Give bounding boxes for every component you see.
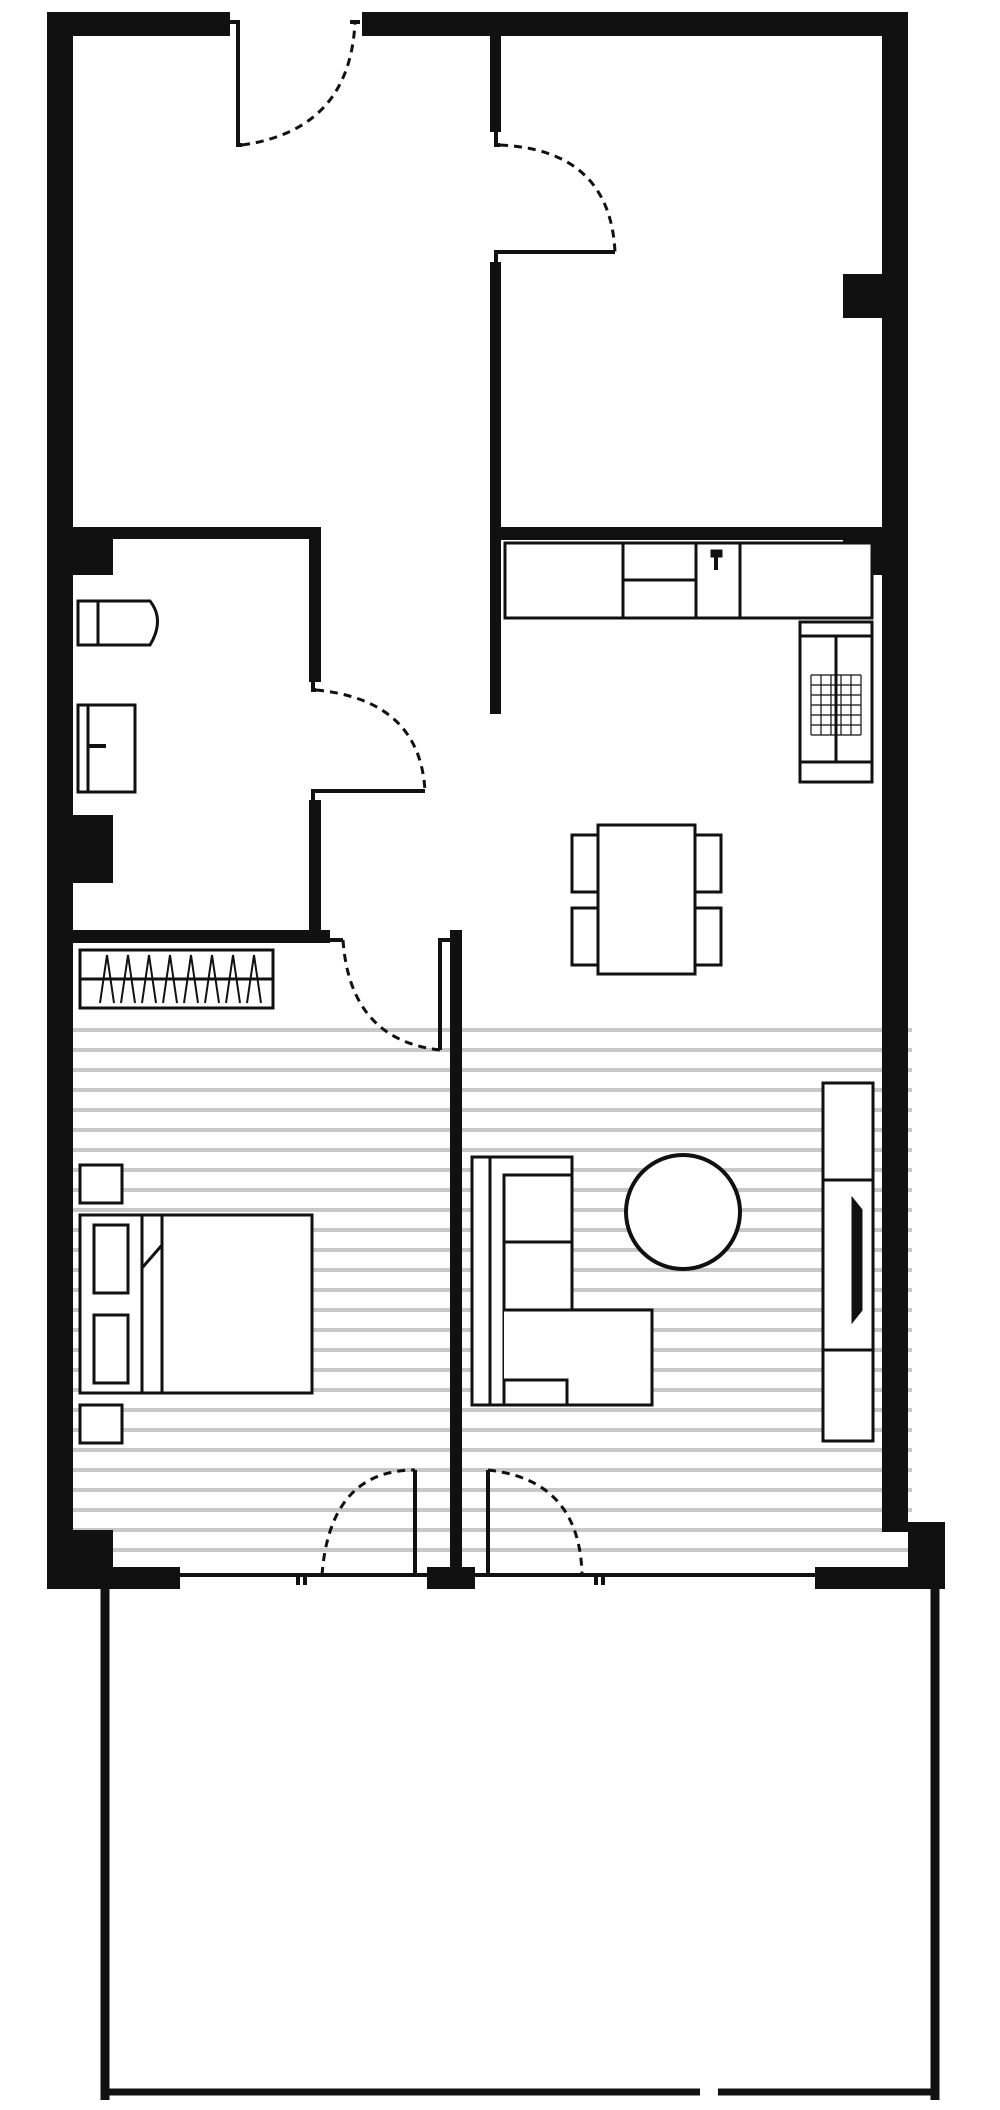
wall-bath-right-lower: [309, 800, 321, 940]
wardrobe-hanger: [183, 954, 199, 1004]
stove-grid: [810, 674, 862, 736]
living-furniture: [470, 1081, 875, 1443]
wardrobe-hanger: [99, 954, 115, 1004]
door-swings: [241, 21, 617, 1576]
nightstand-bottom: [78, 1403, 124, 1445]
wall-bath-right-upper: [309, 527, 321, 682]
wall-storage-bottom: [490, 527, 883, 540]
storage-door-leaf-rest: [494, 250, 615, 262]
storage-door-swing: [499, 143, 617, 253]
wall-bath-bottom: [73, 930, 330, 943]
dining-chair-3: [691, 833, 723, 894]
bedroom-door-leaf-rest: [438, 938, 451, 1050]
bedroom-furniture: [78, 1163, 314, 1445]
wall-bottom-mid: [427, 1567, 475, 1589]
exterior-walls: [47, 12, 945, 1589]
nightstand-top: [78, 1163, 124, 1205]
bath-door-swing: [315, 688, 427, 792]
bed-icon: [78, 1213, 314, 1395]
terrace-door-leaves: [413, 1470, 490, 1575]
wall-left: [47, 12, 73, 1587]
stove-icon: [798, 620, 874, 784]
wardrobe-hanger: [162, 954, 178, 1004]
wall-top-left: [47, 12, 230, 36]
terrace-door-left-swing: [320, 1468, 416, 1576]
wall-bath-top: [73, 527, 321, 539]
wall-pillar-bottom-right: [908, 1522, 945, 1567]
dining-table: [596, 823, 697, 976]
wall-right: [882, 12, 908, 1532]
wardrobe-hangers: [99, 954, 262, 1004]
wall-bottom-left: [47, 1567, 180, 1589]
wardrobe-icon: [78, 948, 275, 1010]
wardrobe-hanger: [141, 954, 157, 1004]
entry-door-swing: [241, 21, 357, 147]
wall-top-right: [362, 12, 908, 36]
entry-door-frame: [230, 20, 242, 147]
facade-window: [180, 1573, 815, 1585]
dining-chair-2: [570, 906, 602, 967]
wardrobe-hanger: [225, 954, 241, 1004]
wall-pillar-top-right: [843, 274, 883, 318]
coffee-table-icon: [624, 1153, 742, 1271]
dining-chair-1: [570, 833, 602, 894]
interior-walls: [73, 30, 883, 1567]
tv-unit-icon: [821, 1081, 875, 1443]
bath-door-leaf-rest: [311, 789, 425, 800]
bedroom-door-swing: [341, 939, 441, 1052]
storage-door-frame: [494, 132, 500, 147]
wardrobe-hanger: [120, 954, 136, 1004]
kitchen-units: [503, 541, 874, 784]
dining-set: [570, 823, 723, 976]
terrace: [100, 1589, 940, 2100]
toilet-icon: [76, 599, 159, 647]
sink-icon: [76, 703, 137, 794]
sofa-icon: [470, 1155, 654, 1407]
wardrobe-hanger: [246, 954, 262, 1004]
wall-bottom-right: [815, 1567, 945, 1589]
bathroom-fixtures: [76, 599, 159, 794]
wall-partition: [450, 930, 462, 1567]
terrace-door-right-swing: [487, 1468, 584, 1576]
dining-chair-4: [691, 906, 723, 967]
kitchen-sink-icon: [694, 541, 742, 620]
wall-storage-right: [490, 262, 501, 714]
bath-door-frame: [311, 682, 316, 692]
wall-pillar-left-lower: [73, 815, 113, 883]
door-frames: [230, 20, 615, 1050]
wardrobe-hanger: [204, 954, 220, 1004]
wall-storage-left: [490, 30, 501, 132]
